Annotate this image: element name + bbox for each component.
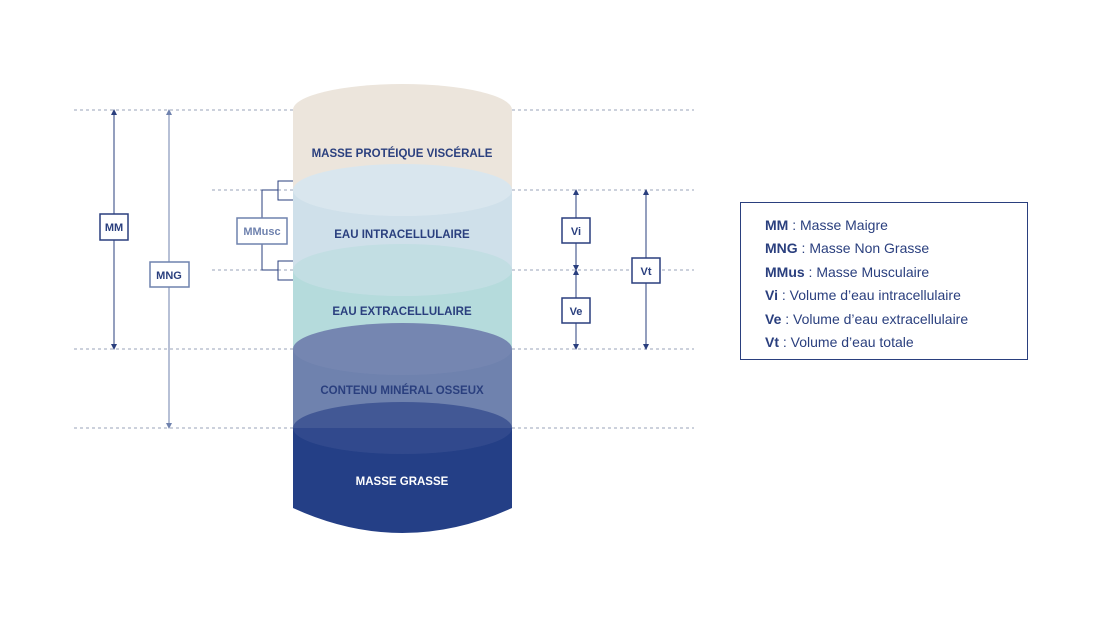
layer-protein-top bbox=[293, 84, 512, 136]
layer-label-bone-mineral: CONTENU MINÉRAL OSSEUX bbox=[320, 384, 484, 397]
legend-separator: : bbox=[797, 240, 810, 257]
legend-text: Masse Non Grasse bbox=[809, 240, 930, 257]
legend-separator: : bbox=[781, 310, 794, 327]
bracket-vi: Vi bbox=[561, 189, 591, 271]
layer-labels: MASSE PROTÉIQUE VISCÉRALE EAU INTRACELLU… bbox=[312, 147, 493, 488]
box-label-mng: MNG bbox=[156, 270, 182, 282]
box-label-vi: Vi bbox=[571, 226, 581, 238]
legend-text: Volume d’eau totale bbox=[790, 334, 914, 351]
box-vi bbox=[561, 217, 591, 244]
legend-separator: : bbox=[777, 287, 790, 304]
layer-label-intracellular: EAU INTRACELLULAIRE bbox=[334, 229, 470, 241]
box-label-vt: Vt bbox=[641, 266, 652, 278]
layer-label-extracellular: EAU EXTRACELLULAIRE bbox=[332, 306, 472, 318]
legend-abbr: Vt bbox=[765, 334, 779, 351]
layer-label-protein: MASSE PROTÉIQUE VISCÉRALE bbox=[312, 147, 493, 160]
layer-protein-bottom bbox=[293, 164, 512, 216]
legend-text: Volume d’eau intracellulaire bbox=[789, 287, 961, 304]
box-mmusc bbox=[236, 217, 288, 245]
box-mm bbox=[99, 213, 129, 241]
legend-item-mng: MNG : Masse Non Grasse bbox=[765, 237, 1027, 260]
box-label-ve: Ve bbox=[570, 306, 583, 318]
bracket-vt: Vt bbox=[631, 189, 661, 350]
legend-item-vi: Vi : Volume d’eau intracellulaire bbox=[765, 284, 1027, 307]
legend-abbr: MM bbox=[765, 217, 789, 233]
legend-text: Volume d’eau extracellulaire bbox=[793, 310, 969, 327]
legend-item-ve: Ve : Volume d’eau extracellulaire bbox=[765, 308, 1027, 331]
legend-abbr: MMus bbox=[765, 263, 805, 280]
connector-mmusc bbox=[261, 180, 293, 281]
legend-abbr: Ve bbox=[765, 310, 782, 327]
layer-fat bbox=[293, 428, 512, 533]
legend-item-vt: Vt : Volume d’eau totale bbox=[765, 331, 1027, 354]
layer-extracellular-bottom bbox=[293, 323, 512, 375]
legend-separator: : bbox=[788, 217, 800, 233]
layer-label-fat: MASSE GRASSE bbox=[356, 476, 449, 488]
bracket-mng: MNG bbox=[149, 109, 190, 429]
bracket-ve: Ve bbox=[561, 269, 591, 350]
legend-abbr: MNG bbox=[765, 240, 798, 257]
box-label-mm: MM bbox=[105, 222, 123, 234]
legend-abbr: Vi bbox=[765, 287, 778, 304]
layer-intracellular-bottom bbox=[293, 244, 512, 296]
layer-bone-mineral-bottom bbox=[293, 402, 512, 454]
legend-separator: : bbox=[804, 263, 817, 280]
legend-text: Masse Musculaire bbox=[816, 263, 930, 280]
legend-item-mm: MM : Masse Maigre bbox=[765, 214, 1027, 237]
box-ve bbox=[561, 297, 591, 324]
bracket-mmusc: MMusc bbox=[236, 180, 293, 281]
box-vt bbox=[631, 257, 661, 284]
box-mng bbox=[149, 261, 190, 288]
legend-text: Masse Maigre bbox=[800, 217, 888, 233]
box-label-mmusc: MMusc bbox=[243, 226, 280, 238]
legend-item-mmus: MMus : Masse Musculaire bbox=[765, 261, 1027, 284]
bracket-mm: MM bbox=[99, 109, 129, 350]
legend-separator: : bbox=[779, 334, 791, 351]
cylinder bbox=[293, 84, 512, 533]
legend-box: MM : Masse Maigre MNG : Masse Non Grasse… bbox=[740, 202, 1028, 360]
